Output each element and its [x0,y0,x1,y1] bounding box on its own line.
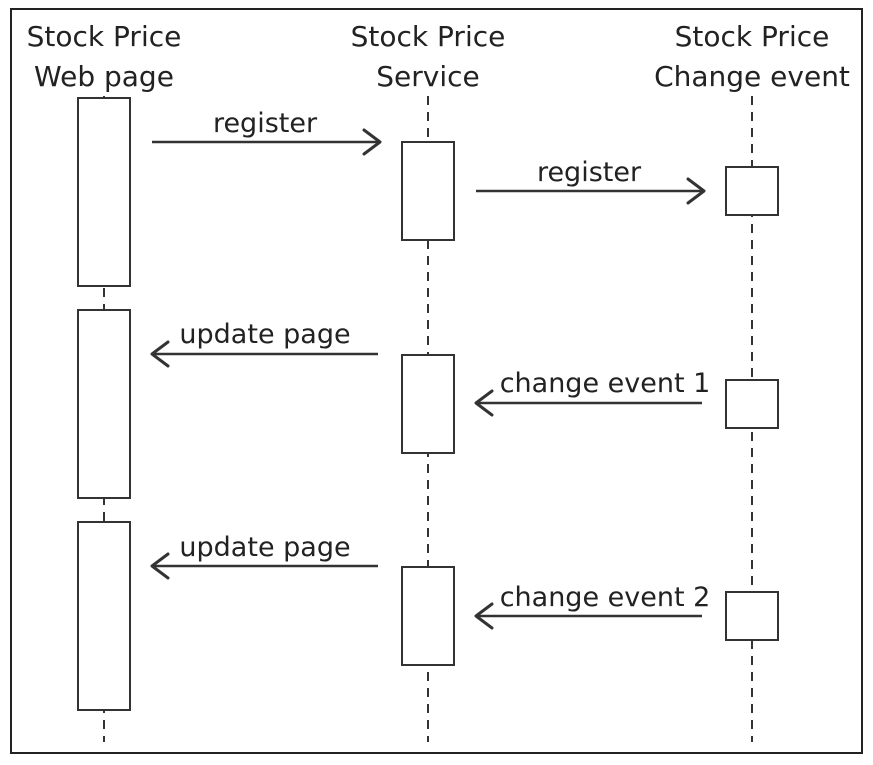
arrow-left-icon [474,389,494,417]
arrow-right-icon [362,128,382,156]
activation-service-1 [401,141,455,241]
message-register-2: register [476,157,706,205]
participant-webpage-label-line2: Web page [34,60,174,93]
arrow-left-icon [150,340,170,368]
arrow-left-icon [474,602,494,630]
participant-service-label-line1: Stock Price [351,20,506,53]
arrow-right-icon [686,177,706,205]
message-register-1: register [152,108,382,156]
participant-event-label-line2: Change event [654,60,850,93]
message-change-event-1: change event 1 [474,368,711,417]
message-change-event-2-label: change event 2 [500,582,711,613]
arrow-left-icon [150,552,170,580]
participant-event-label-line1: Stock Price [675,20,830,53]
activation-event-1 [725,166,779,216]
activation-service-2 [401,354,455,454]
activation-webpage-3 [77,521,131,711]
message-update-page-2: update page [150,532,378,580]
message-change-event-2: change event 2 [474,582,711,630]
message-update-page-2-label: update page [179,532,350,563]
activation-event-2 [725,379,779,429]
activation-webpage-2 [77,309,131,499]
participant-webpage-label-line1: Stock Price [27,20,182,53]
activation-event-3 [725,591,779,641]
message-register-1-label: register [213,108,318,139]
message-update-page-1: update page [150,319,378,368]
message-update-page-1-label: update page [179,319,350,350]
activation-service-3 [401,566,455,666]
activation-webpage-1 [77,97,131,287]
message-register-2-label: register [537,157,642,188]
message-change-event-1-label: change event 1 [500,368,711,399]
participant-service-label-line2: Service [376,60,479,93]
